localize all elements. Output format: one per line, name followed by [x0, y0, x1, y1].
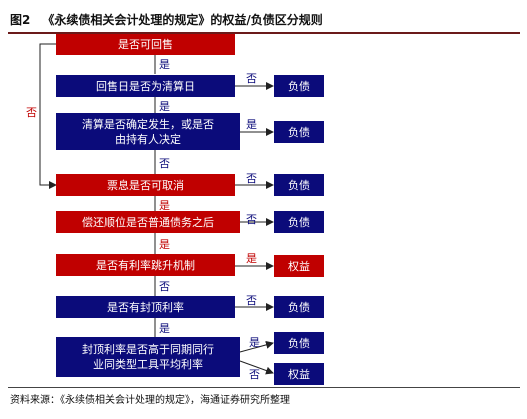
label-yes-q2: 是 — [159, 100, 170, 113]
outcome-liability-2: 负债 — [274, 121, 324, 143]
figure-caption: 《永续债相关会计处理的规定》的权益/负债区分规则 — [42, 13, 323, 27]
label-yes-q4: 是 — [159, 199, 170, 212]
figure-title: 图2 《永续债相关会计处理的规定》的权益/负债区分规则 — [10, 11, 520, 29]
node-liquidation-certain-line2: 由持有人决定 — [115, 132, 181, 146]
label-no-q7: 否 — [246, 294, 257, 307]
node-repayment-ranking: 偿还顺位是否普通债务之后 — [56, 211, 240, 233]
node-putable: 是否可回售 — [56, 34, 235, 55]
outcome-liability-6: 负债 — [274, 332, 324, 354]
node-cap-vs-average-line2: 业同类型工具平均利率 — [93, 358, 203, 371]
label-yes-q8: 是 — [249, 336, 260, 349]
figure-number: 图2 — [10, 13, 31, 27]
outcome-liability-1: 负债 — [274, 75, 324, 97]
node-coupon-cancellable: 票息是否可取消 — [56, 174, 235, 196]
node-cap-vs-average-line1: 封顶利率是否高于同期同行 — [82, 343, 214, 356]
outcome-equity-2: 权益 — [274, 363, 324, 385]
node-cap-vs-average: 封顶利率是否高于同期同行 业同类型工具平均利率 — [56, 337, 240, 377]
label-no-q5: 否 — [246, 213, 257, 226]
label-yes-q6: 是 — [246, 252, 257, 265]
bottom-rule — [8, 387, 520, 388]
node-rate-cap: 是否有封顶利率 — [56, 296, 235, 318]
node-step-up-mechanism: 是否有利率跳升机制 — [56, 254, 235, 276]
outcome-liability-3: 负债 — [274, 174, 324, 196]
label-no-q4: 否 — [246, 172, 257, 185]
label-no-q8: 否 — [249, 368, 260, 381]
edge-q1-q4-loop — [39, 43, 57, 189]
source-note: 资料来源：《永续债相关会计处理的规定》，海通证券研究所整理 — [10, 395, 290, 406]
label-no-q3: 否 — [159, 157, 170, 170]
edge-q8-liability — [239, 340, 274, 353]
label-no-q2: 否 — [246, 72, 257, 85]
node-put-date-liquidation: 回售日是否为清算日 — [56, 75, 235, 97]
label-no-q6: 否 — [159, 280, 170, 293]
label-yes-q7: 是 — [159, 322, 170, 335]
outcome-equity-1: 权益 — [274, 255, 324, 277]
label-yes-q1: 是 — [159, 58, 170, 71]
node-liquidation-certain-line1: 清算是否确定发生，或是否 — [82, 117, 214, 131]
label-no-q1-loop: 否 — [26, 106, 37, 119]
label-yes-q3: 是 — [246, 118, 257, 131]
outcome-liability-5: 负债 — [274, 296, 324, 318]
label-yes-q5: 是 — [159, 238, 170, 251]
edge-q8-equity — [239, 360, 274, 375]
outcome-liability-4: 负债 — [274, 211, 324, 233]
node-liquidation-certain: 清算是否确定发生，或是否 由持有人决定 — [56, 113, 240, 150]
top-rule — [8, 32, 520, 34]
